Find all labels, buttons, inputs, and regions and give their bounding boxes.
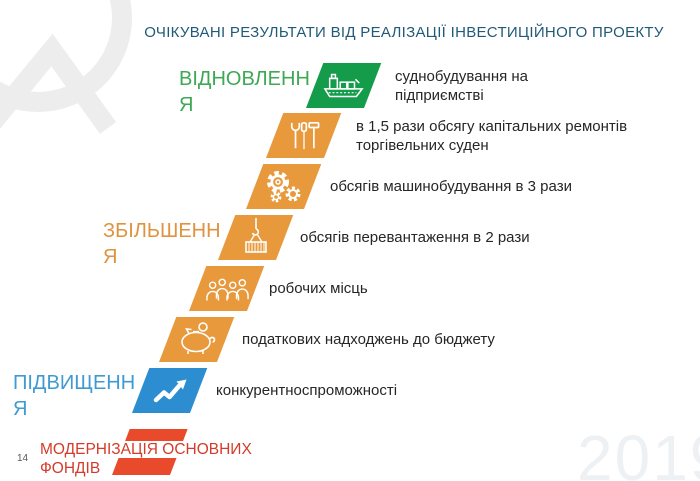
step-text: податкових надходжень до бюджету [242,331,495,348]
category-label-modernizatsiya: МОДЕРНІЗАЦІЯ ОСНОВНИХ ФОНДІВ [40,440,275,478]
slide-title: ОЧІКУВАНІ РЕЗУЛЬТАТИ ВІД РЕАЛІЗАЦІЇ ІНВЕ… [144,24,664,41]
people-icon [205,271,249,309]
category-label-modernizatsiya-text: МОДЕРНІЗАЦІЯ ОСНОВНИХ ФОНДІВ [40,441,252,477]
category-label-zbilshennya: ЗБІЛЬШЕННЯ [103,220,221,268]
category-label-vidnovlennya: ВІДНОВЛЕННЯ [179,68,310,116]
gears-icon [262,168,306,206]
category-label-pidvyshchennya: ПІДВИЩЕННЯ [13,372,136,420]
step-text: в 1,5 рази обсягу капітальних ремонтів т… [356,118,628,154]
watermark-year: 2019 [577,422,700,481]
tools-icon [282,117,326,155]
ship-icon [322,67,366,105]
company-logo-icon [0,0,132,134]
trend-arrow-icon [148,372,192,410]
step-text: суднобудування на підприємстві [395,68,529,104]
step-text: конкурентноспроможності [216,382,398,399]
piggy-bank-icon [175,320,219,358]
step-text: обсягів машинобудування в 3 рази [330,178,572,195]
step-text: робочих місць [269,280,368,297]
page-number: 14 [17,453,29,464]
step-text: обсягів перевантаження в 2 рази [300,229,530,246]
crane-hook-icon [234,218,278,256]
